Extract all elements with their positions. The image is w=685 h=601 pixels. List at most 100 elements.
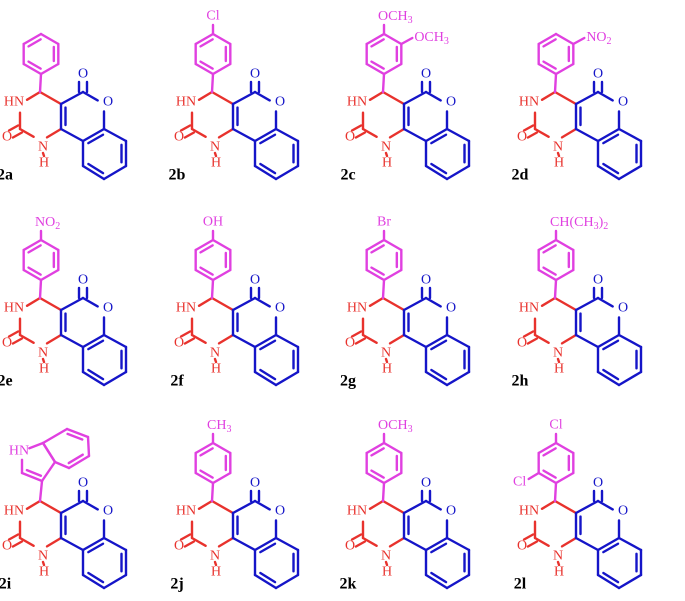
phenyl-bond — [537, 32, 558, 46]
bond — [217, 536, 235, 548]
lactone-carbonyl-oxygen: O — [78, 67, 88, 82]
bond — [231, 536, 257, 552]
double-bond — [542, 469, 557, 479]
n1-hydrogen-label: H — [39, 156, 49, 171]
bond — [18, 536, 35, 547]
n3-h-label: HN — [176, 301, 196, 316]
bond — [28, 441, 45, 450]
double-bond — [87, 133, 105, 145]
para-substituent-label: Cl — [206, 9, 219, 24]
n1-label: N — [553, 549, 563, 564]
bond — [553, 296, 578, 312]
urea-carbonyl-oxygen: O — [174, 130, 184, 145]
phenyl-bond — [211, 32, 232, 46]
bond — [368, 90, 385, 102]
meta-substituent-label: OCH3​ — [414, 30, 449, 47]
bond — [59, 499, 85, 515]
compound-label: 2i — [0, 576, 12, 593]
bond — [25, 499, 42, 510]
bond — [81, 296, 99, 308]
ring-oxygen: O — [618, 95, 628, 110]
compound-label: 2h — [512, 373, 529, 390]
urea-carbonyl-oxygen: O — [517, 130, 527, 145]
urea-carbonyl-oxygen: O — [2, 130, 12, 145]
bond — [574, 296, 600, 312]
benzo-bond — [253, 164, 278, 181]
bond — [388, 127, 406, 139]
benzo-bond — [81, 370, 106, 387]
compound-label: 2a — [0, 167, 13, 184]
aryl-link-bond — [210, 72, 215, 94]
n1-label: N — [553, 346, 563, 361]
bond — [45, 127, 63, 139]
double-bond — [370, 469, 385, 479]
phenyl-bond — [194, 238, 215, 252]
bond — [540, 296, 557, 307]
phenyl-bond — [194, 441, 215, 455]
n3-h-label: HN — [347, 301, 367, 316]
bond — [388, 536, 406, 548]
double-bond — [66, 432, 84, 441]
para-substituent-label: CH(CH3​)2​ — [550, 215, 608, 232]
bond — [560, 536, 578, 548]
bond — [41, 357, 46, 364]
bond — [59, 536, 85, 552]
benzo-bond — [274, 127, 300, 143]
double-bond — [430, 162, 448, 175]
double-bond — [354, 337, 367, 345]
double-bond — [87, 368, 105, 381]
meta-bond — [400, 36, 414, 46]
double-bond — [522, 124, 535, 132]
bond — [231, 296, 257, 312]
benzo-bond — [617, 536, 643, 552]
bond — [424, 296, 442, 308]
n1-label: N — [38, 346, 48, 361]
n3-h-label: HN — [347, 504, 367, 519]
phenyl-bond — [382, 32, 403, 46]
double-bond — [350, 330, 363, 338]
benzo-bond — [81, 164, 106, 181]
phenyl-bond — [537, 268, 558, 282]
ring-oxygen: O — [446, 301, 456, 316]
benzo-bond — [253, 370, 278, 387]
ring-oxygen: O — [103, 301, 113, 316]
aryl-link-bond — [553, 278, 558, 300]
compound-label: 2b — [169, 167, 186, 184]
bond — [213, 560, 218, 567]
bond — [81, 536, 106, 552]
meta-bond — [572, 36, 586, 46]
phenyl-bond — [365, 268, 386, 282]
bond — [402, 333, 428, 349]
n1-hydrogen-label: H — [211, 362, 221, 377]
double-bond — [7, 330, 20, 338]
double-bond — [259, 133, 277, 145]
bond — [217, 333, 235, 345]
double-bond — [526, 337, 539, 345]
double-bond — [179, 124, 192, 132]
phenyl-bond — [537, 238, 558, 252]
bond — [560, 333, 578, 345]
phenyl-bond — [211, 62, 232, 76]
n3-h-label: HN — [519, 95, 539, 110]
bond — [361, 127, 378, 139]
compound-label: 2k — [340, 576, 357, 593]
compound-label: 2g — [340, 373, 356, 390]
bond — [556, 151, 561, 158]
double-bond — [87, 339, 105, 351]
urea-carbonyl-oxygen: O — [517, 336, 527, 351]
benzo-bond — [424, 370, 449, 387]
lactone-carbonyl-oxygen: O — [593, 273, 603, 288]
double-bond — [354, 540, 367, 548]
ring-oxygen: O — [275, 95, 285, 110]
double-bond — [179, 330, 192, 338]
bond — [361, 333, 378, 344]
double-bond — [526, 540, 539, 548]
lactone-carbonyl-oxygen: O — [421, 476, 431, 491]
bond — [424, 127, 449, 143]
ring-oxygen: O — [275, 504, 285, 519]
compound-label: 2l — [514, 576, 527, 593]
